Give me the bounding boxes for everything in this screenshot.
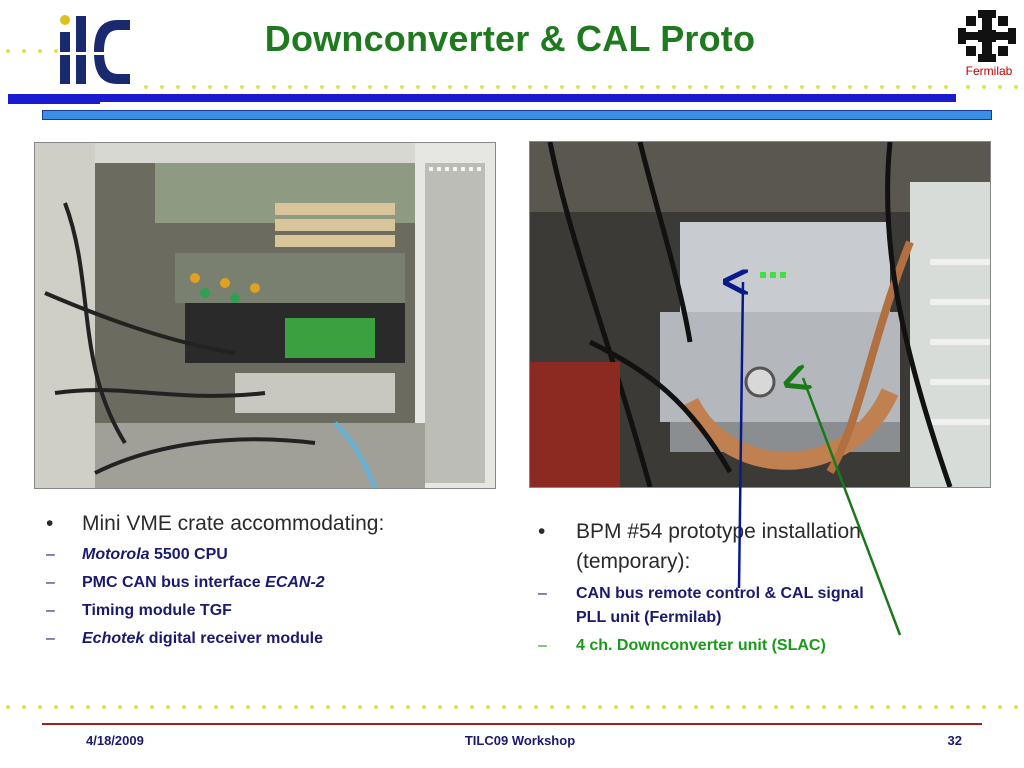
right-main-text-line2: (temporary): — [576, 550, 691, 573]
right-sub-item-1-line2: PLL unit (Fermilab) — [576, 609, 722, 626]
left-main-text: Mini VME crate accommodating: — [82, 512, 385, 535]
sub-item-text: Timing module TGF — [82, 602, 232, 619]
dash-mark: – — [46, 546, 55, 563]
dash-mark: – — [46, 602, 55, 619]
bullet-mark: • — [46, 512, 54, 535]
dash-mark: – — [46, 574, 55, 591]
header-bar-blue — [8, 94, 956, 102]
footer-page-number: 32 — [947, 733, 962, 748]
fermilab-label: Fermilab — [965, 64, 1013, 78]
header-bar-blue-underline — [8, 102, 100, 104]
footer-event: TILC09 Workshop — [464, 733, 576, 748]
sub-item-emphasis: ECAN-2 — [265, 574, 325, 591]
right-sub-item-1-line1: CAN bus remote control & CAL signal — [576, 585, 864, 602]
sub-item-emphasis: Echotek — [82, 630, 145, 647]
sub-item-text: digital receiver module — [144, 630, 323, 647]
top-dots-mid — [138, 84, 958, 90]
sub-item-text: 5500 CPU — [149, 546, 228, 563]
fermilab-logo-icon — [956, 8, 1018, 64]
right-sub-item-2-text: 4 ch. Downconverter unit (SLAC) — [576, 637, 826, 654]
top-dots-left — [0, 48, 70, 54]
footer-divider — [42, 723, 982, 725]
sub-item-emphasis: Motorola — [82, 546, 150, 563]
dash-mark: – — [538, 585, 547, 602]
dash-mark: – — [46, 630, 55, 647]
right-main-text-line1: BPM #54 prototype installation — [576, 520, 861, 543]
footer-date: 4/18/2009 — [86, 733, 144, 748]
photo-vme-crate — [34, 142, 496, 489]
bottom-dots — [0, 704, 1024, 710]
slide-title: Downconverter & CAL Proto — [264, 18, 756, 59]
header-bar-light — [42, 110, 992, 120]
dash-mark: – — [538, 637, 547, 654]
sub-item-text: PMC CAN bus interface — [82, 574, 266, 591]
photo-bpm-installation — [529, 141, 991, 488]
ilc-logo-icon — [56, 6, 136, 90]
bullet-mark: • — [538, 520, 546, 543]
top-dots-right — [960, 84, 1024, 90]
